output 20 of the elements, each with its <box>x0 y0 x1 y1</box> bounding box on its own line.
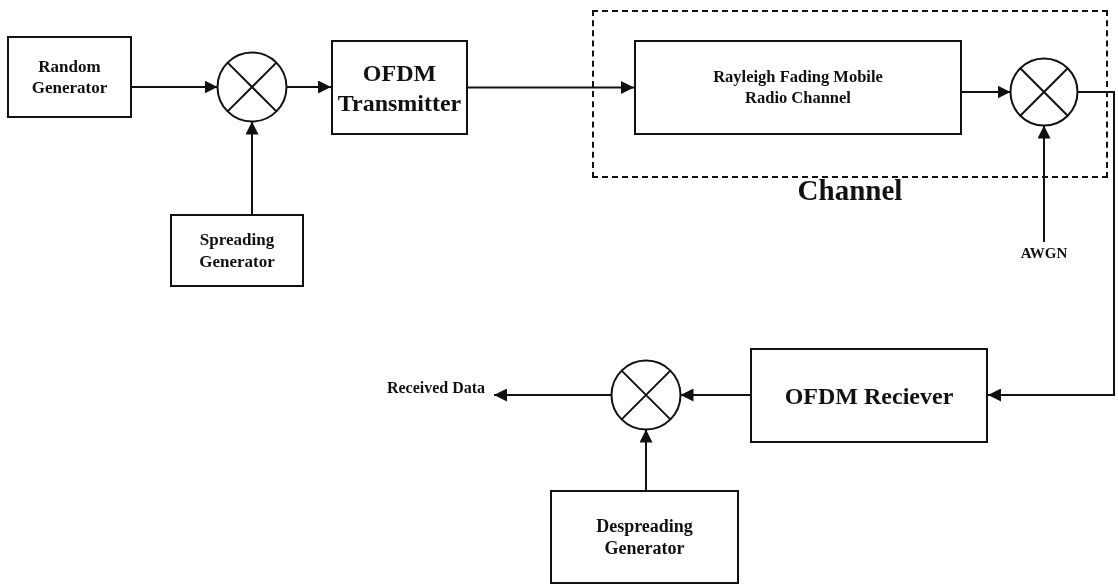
process-box <box>7 36 132 118</box>
box-label: OFDM Transmitter <box>337 58 462 118</box>
arrow <box>245 120 259 215</box>
box-label: OFDM Reciever <box>784 381 954 411</box>
box-label: Spreading Generator <box>198 229 276 272</box>
process-box <box>550 490 739 584</box>
box-label: Rayleigh Fading Mobile Radio Channel <box>712 66 884 109</box>
process-box <box>750 348 988 443</box>
arrow <box>987 91 1115 402</box>
box-label: Despreading Generator <box>595 514 694 560</box>
box-label: Random Generator <box>30 55 109 99</box>
arrow <box>467 81 635 94</box>
signal-label: AWGN <box>1020 243 1068 263</box>
arrow <box>639 428 653 491</box>
group-label: Channel <box>796 174 904 207</box>
process-box <box>170 214 304 287</box>
signal-label: Received Data <box>386 378 486 398</box>
process-box <box>634 40 962 135</box>
arrow <box>1037 124 1051 243</box>
process-box <box>331 40 468 135</box>
